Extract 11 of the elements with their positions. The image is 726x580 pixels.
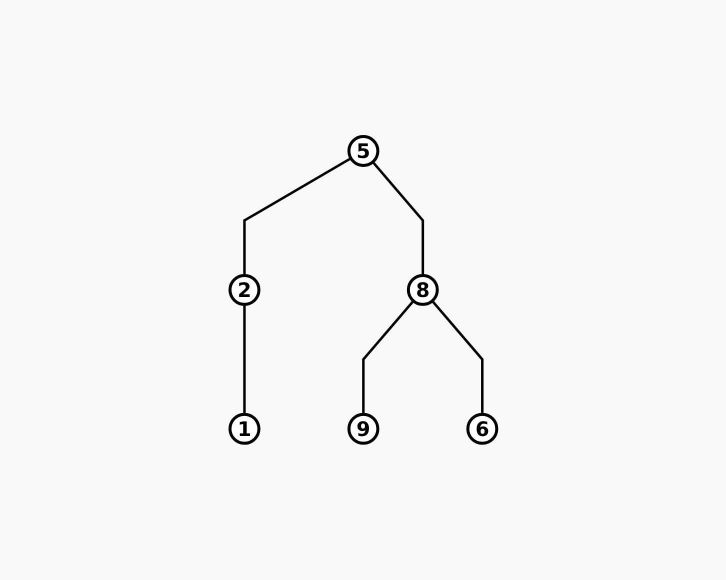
node-circle: 2	[228, 274, 260, 306]
connector	[430, 300, 484, 414]
node-circle: 6	[466, 412, 498, 445]
node-circle: 5	[347, 135, 379, 168]
node-circle: 1	[228, 412, 260, 445]
node-circle: 9	[347, 412, 379, 445]
connector	[371, 161, 424, 276]
connector	[362, 300, 414, 414]
connector	[242, 157, 352, 276]
connector	[242, 304, 246, 414]
node-circle: 8	[406, 274, 438, 306]
